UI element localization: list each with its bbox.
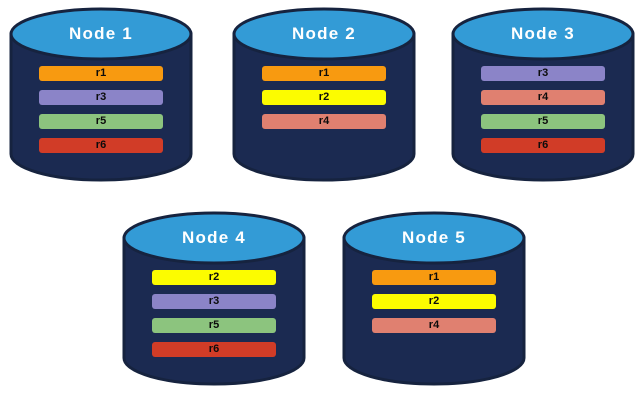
replica-bar-r2[interactable]: r2: [262, 90, 386, 105]
replica-bar-r4[interactable]: r4: [481, 90, 605, 105]
cylinder-top-ellipse: [232, 7, 416, 61]
replica-bar-r1[interactable]: r1: [39, 66, 163, 81]
cylinder-top-ellipse: [451, 7, 635, 61]
replica-bar-r5[interactable]: r5: [152, 318, 276, 333]
replica-bar-r6[interactable]: r6: [481, 138, 605, 153]
replica-bar-r3[interactable]: r3: [481, 66, 605, 81]
replica-bar-r6[interactable]: r6: [39, 138, 163, 153]
replica-list: r1 r2 r4: [372, 270, 496, 333]
replica-list: r1 r3 r5 r6: [39, 66, 163, 153]
replica-bar-r1[interactable]: r1: [372, 270, 496, 285]
replica-bar-r1[interactable]: r1: [262, 66, 386, 81]
cylinder-top-ellipse: [9, 7, 193, 61]
replica-bar-r6[interactable]: r6: [152, 342, 276, 357]
cylinder-top-ellipse: [122, 211, 306, 265]
replica-list: r2 r3 r5 r6: [152, 270, 276, 357]
replica-bar-r3[interactable]: r3: [39, 90, 163, 105]
replica-bar-r3[interactable]: r3: [152, 294, 276, 309]
cylinder-top-ellipse: [342, 211, 526, 265]
replica-list: r1 r2 r4: [262, 66, 386, 129]
replica-bar-r2[interactable]: r2: [372, 294, 496, 309]
replica-bar-r5[interactable]: r5: [39, 114, 163, 129]
replica-bar-r4[interactable]: r4: [262, 114, 386, 129]
replica-bar-r2[interactable]: r2: [152, 270, 276, 285]
replica-list: r3 r4 r5 r6: [481, 66, 605, 153]
replica-bar-r5[interactable]: r5: [481, 114, 605, 129]
replica-bar-r4[interactable]: r4: [372, 318, 496, 333]
